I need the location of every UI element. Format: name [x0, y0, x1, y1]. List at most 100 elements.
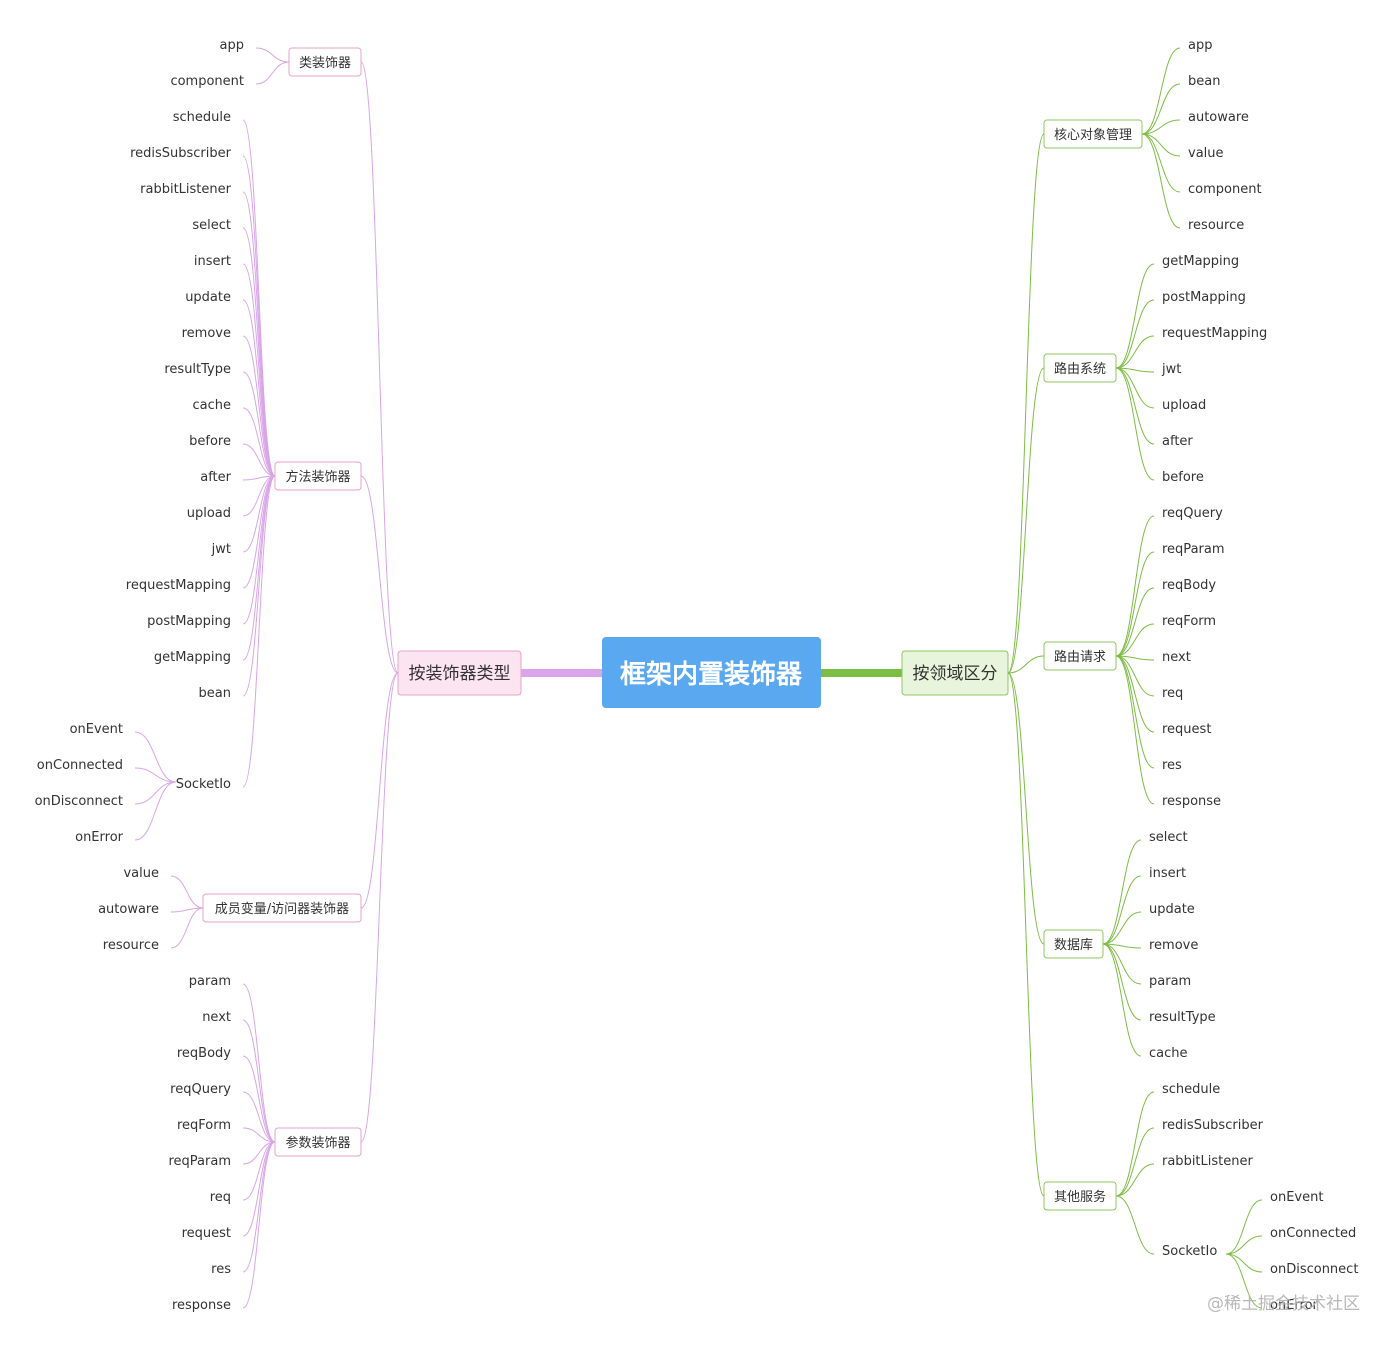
right-group-1[interactable]: 路由系统 [1043, 353, 1117, 383]
right-leaf-0-5[interactable]: resource [1188, 218, 1244, 233]
right-group-0[interactable]: 核心对象管理 [1043, 119, 1143, 149]
right-leaf-link-0-4 [1141, 133, 1181, 193]
right-leaf-2-4[interactable]: next [1162, 650, 1191, 665]
right-leaf-0-4[interactable]: component [1188, 182, 1262, 197]
right-group-2[interactable]: 路由请求 [1043, 641, 1117, 671]
left-leaf-1-5[interactable]: update [185, 290, 231, 305]
right-socket-leaf-2[interactable]: onDisconnect [1270, 1262, 1358, 1277]
right-leaf-3-1[interactable]: insert [1149, 866, 1186, 881]
left-leaf-2-0[interactable]: value [123, 866, 159, 881]
left-leaf-1-0[interactable]: schedule [173, 110, 231, 125]
left-leaf-link-2-0 [170, 875, 204, 909]
right-leaf-3-3[interactable]: remove [1149, 938, 1198, 953]
left-leaf-1-4[interactable]: insert [194, 254, 231, 269]
right-group-4-label: 其他服务 [1054, 1189, 1106, 1205]
right-leaf-link-2-3 [1115, 623, 1155, 657]
right-leaf-3-4[interactable]: param [1149, 974, 1191, 989]
right-leaf-1-2[interactable]: requestMapping [1162, 326, 1267, 341]
right-leaf-2-3[interactable]: reqForm [1162, 614, 1216, 629]
branch-by-decorator-type[interactable]: 按装饰器类型 [397, 650, 522, 696]
right-leaf-4-1[interactable]: redisSubscriber [1162, 1118, 1264, 1133]
left-socket-leaf-0[interactable]: onEvent [70, 722, 123, 737]
left-leaf-1-12[interactable]: jwt [211, 542, 231, 557]
right-leaf-link-4-2 [1115, 1163, 1155, 1197]
right-leaf-3-5[interactable]: resultType [1149, 1010, 1216, 1025]
right-leaf-3-0[interactable]: select [1149, 830, 1188, 845]
right-leaf-3-2[interactable]: update [1149, 902, 1195, 917]
left-leaf-1-11[interactable]: upload [187, 506, 231, 521]
left-group-2[interactable]: 成员变量/访问器装饰器 [202, 893, 362, 923]
left-leaf-3-6[interactable]: req [210, 1190, 231, 1205]
right-socket-leaf-3[interactable]: onError [1270, 1298, 1319, 1313]
right-leaf-1-1[interactable]: postMapping [1162, 290, 1246, 305]
right-leaf-2-7[interactable]: res [1162, 758, 1182, 773]
right-leaf-2-1[interactable]: reqParam [1162, 542, 1225, 557]
left-group-1[interactable]: 方法装饰器 [274, 461, 362, 491]
right-link-1 [1007, 367, 1045, 674]
left-leaf-3-0[interactable]: param [189, 974, 231, 989]
right-leaf-2-5[interactable]: req [1162, 686, 1183, 701]
left-leaf-1-7[interactable]: resultType [164, 362, 231, 377]
left-leaf-2-2[interactable]: resource [103, 938, 159, 953]
right-leaf-0-0[interactable]: app [1188, 38, 1212, 53]
left-socket-leaf-3[interactable]: onError [75, 830, 124, 845]
right-socket-leaf-1[interactable]: onConnected [1270, 1226, 1356, 1241]
left-socket-leaf-2[interactable]: onDisconnect [35, 794, 123, 809]
left-leaf-1-13[interactable]: requestMapping [126, 578, 231, 593]
right-leaf-1-0[interactable]: getMapping [1162, 254, 1239, 269]
right-leaf-2-2[interactable]: reqBody [1162, 578, 1216, 593]
left-leaf-3-2[interactable]: reqBody [177, 1046, 231, 1061]
root-node[interactable]: 框架内置装饰器 [602, 637, 821, 708]
left-group-0-label: 类装饰器 [299, 56, 351, 71]
left-leaf-1-8[interactable]: cache [193, 398, 232, 413]
right-leaf-link-1-6 [1115, 367, 1155, 481]
left-leaf-1-10[interactable]: after [200, 470, 231, 485]
right-leaf-4-2[interactable]: rabbitListener [1162, 1154, 1253, 1169]
left-leaf-0-1[interactable]: component [170, 74, 244, 89]
right-group-3[interactable]: 数据库 [1043, 929, 1104, 959]
right-leaf-1-5[interactable]: after [1162, 434, 1193, 449]
right-sub-socketio[interactable]: SocketIo [1162, 1244, 1217, 1259]
left-leaf-1-9[interactable]: before [189, 434, 231, 449]
left-leaf-1-14[interactable]: postMapping [147, 614, 231, 629]
right-leaf-2-8[interactable]: response [1162, 794, 1221, 809]
left-group-3[interactable]: 参数装饰器 [274, 1127, 362, 1157]
left-leaf-1-16[interactable]: bean [199, 686, 231, 701]
left-socket-leaf-1[interactable]: onConnected [37, 758, 123, 773]
right-leaf-2-6[interactable]: request [1162, 722, 1211, 737]
right-leaf-1-4[interactable]: upload [1162, 398, 1206, 413]
left-leaf-2-1[interactable]: autoware [98, 902, 159, 917]
left-leaf-1-3[interactable]: select [192, 218, 231, 233]
right-leaf-link-1-4 [1115, 367, 1155, 409]
right-leaf-0-1[interactable]: bean [1188, 74, 1220, 89]
right-leaf-0-2[interactable]: autoware [1188, 110, 1249, 125]
left-leaf-3-3[interactable]: reqQuery [170, 1082, 231, 1097]
left-leaf-1-1[interactable]: redisSubscriber [130, 146, 232, 161]
left-leaf-3-4[interactable]: reqForm [177, 1118, 231, 1133]
left-leaf-1-2[interactable]: rabbitListener [140, 182, 231, 197]
right-leaf-1-3[interactable]: jwt [1161, 362, 1181, 377]
right-leaf-2-0[interactable]: reqQuery [1162, 506, 1223, 521]
right-leaf-0-3[interactable]: value [1188, 146, 1224, 161]
left-leaf-1-6[interactable]: remove [182, 326, 231, 341]
left-leaf-0-0[interactable]: app [220, 38, 244, 53]
right-socket-link-3 [1225, 1253, 1263, 1309]
left-leaf-3-1[interactable]: next [202, 1010, 231, 1025]
left-sub-socketio[interactable]: SocketIo [176, 777, 231, 792]
right-socket-leaf-0[interactable]: onEvent [1270, 1190, 1323, 1205]
left-leaf-3-9[interactable]: response [172, 1298, 231, 1313]
right-leaf-4-0[interactable]: schedule [1162, 1082, 1220, 1097]
left-leaf-3-8[interactable]: res [211, 1262, 231, 1277]
left-leaf-link-1-2 [242, 191, 276, 477]
watermark: @稀土掘金技术社区 [1207, 1294, 1360, 1314]
branch-by-domain[interactable]: 按领域区分 [901, 650, 1009, 696]
left-leaf-1-15[interactable]: getMapping [154, 650, 231, 665]
left-group-0[interactable]: 类装饰器 [288, 47, 362, 77]
right-leaf-3-6[interactable]: cache [1149, 1046, 1188, 1061]
left-leaf-3-7[interactable]: request [182, 1226, 231, 1241]
left-socket-link-2 [134, 781, 177, 805]
right-leaf-1-6[interactable]: before [1162, 470, 1204, 485]
left-leaf-3-5[interactable]: reqParam [168, 1154, 231, 1169]
right-group-4[interactable]: 其他服务 [1043, 1181, 1117, 1211]
